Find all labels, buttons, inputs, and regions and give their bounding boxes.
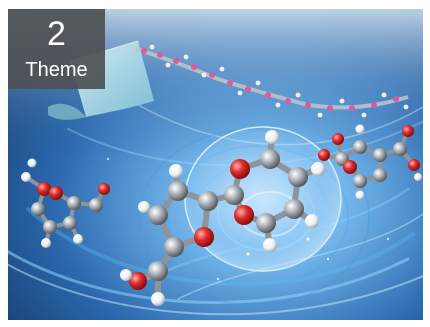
molecule-left (21, 158, 110, 248)
theme-label: Theme (25, 59, 88, 81)
glass-bubble (184, 126, 342, 272)
polymer-chain (135, 44, 409, 118)
theme-number: 2 (47, 15, 66, 53)
theme-badge: 2 Theme (8, 9, 105, 89)
sparkles (106, 157, 390, 281)
molecule-right (318, 124, 422, 200)
molecular-illustration (8, 9, 423, 320)
molecule-center (120, 130, 325, 306)
